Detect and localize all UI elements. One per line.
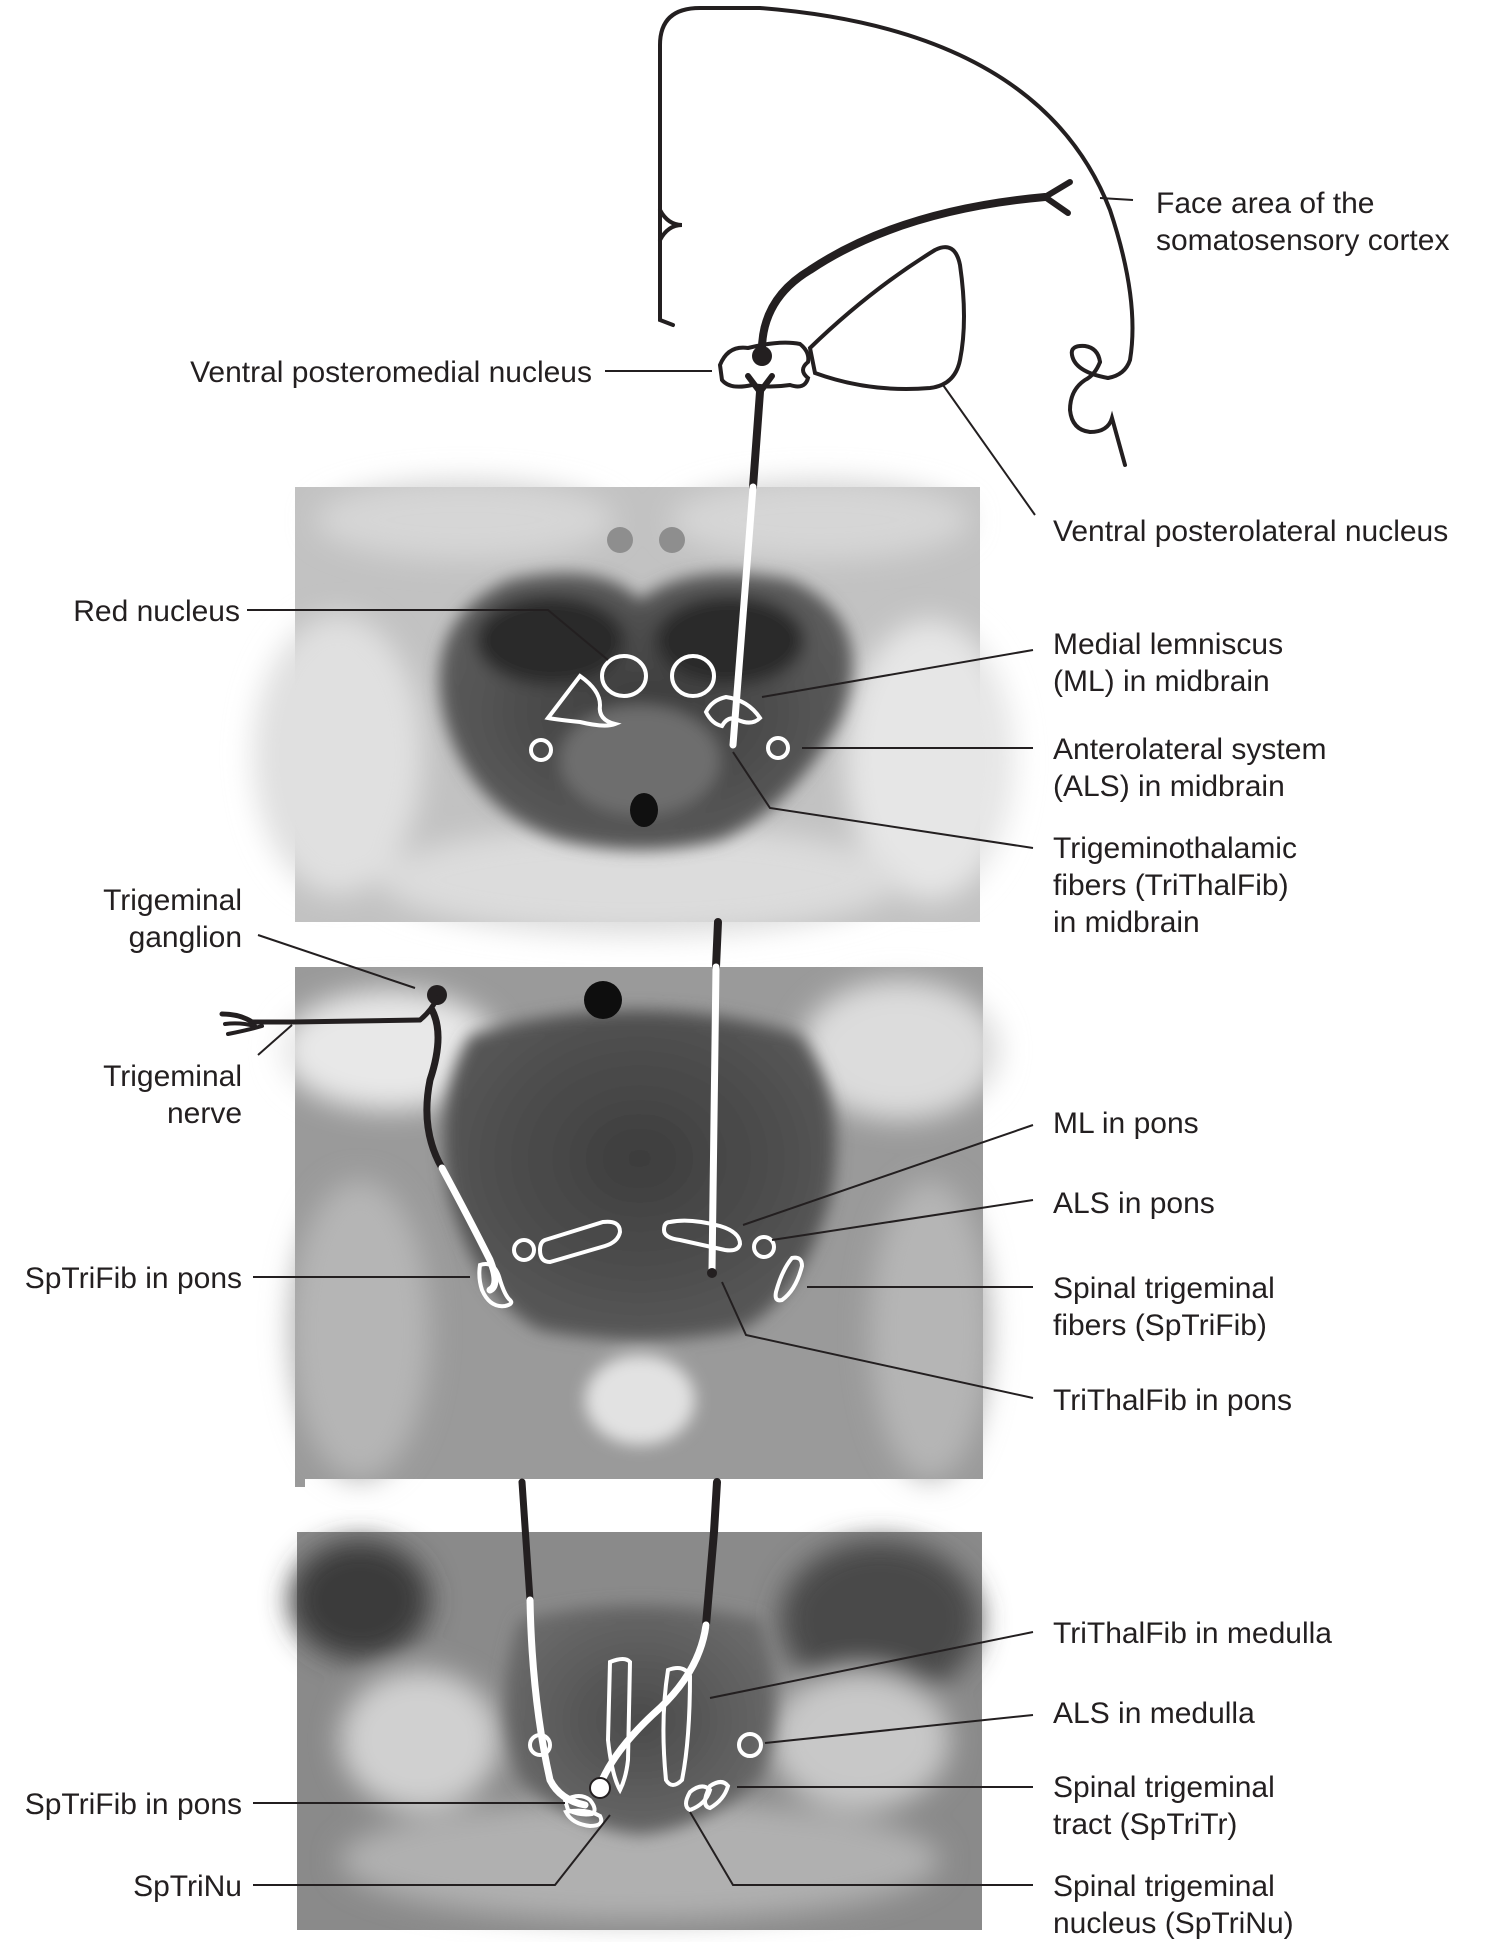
label-trigeminal-ganglion: Trigeminal bbox=[103, 884, 242, 917]
label-als-midbrain-line2: (ALS) in midbrain bbox=[1053, 770, 1285, 803]
label-als-medulla: ALS in medulla bbox=[1053, 1697, 1255, 1730]
label-sptrinu-line2: nucleus (SpTriNu) bbox=[1053, 1907, 1294, 1940]
label-sptrifib-pons-left-2: SpTriFib in pons bbox=[25, 1788, 242, 1821]
thalamocortical-pathway bbox=[745, 179, 1073, 397]
sptrifib-pons-right bbox=[773, 1255, 805, 1303]
vpm-neuron-body bbox=[752, 346, 772, 366]
label-sptritr-line2: tract (SpTriTr) bbox=[1053, 1808, 1237, 1841]
label-vpm: Ventral posteromedial nucleus bbox=[190, 356, 592, 389]
label-ml-pons: ML in pons bbox=[1053, 1107, 1199, 1140]
label-als-pons: ALS in pons bbox=[1053, 1187, 1215, 1220]
label-trigeminal-ganglion-line2: ganglion bbox=[129, 921, 242, 954]
label-ml-midbrain: Medial lemniscus bbox=[1053, 628, 1283, 661]
label-trithal-midbrain: Trigeminothalamic bbox=[1053, 832, 1297, 865]
ml-pons-right bbox=[661, 1218, 743, 1253]
label-sptrifib-pons-left: SpTriFib in pons bbox=[25, 1262, 242, 1295]
label-ml-midbrain-line2: (ML) in midbrain bbox=[1053, 665, 1270, 698]
label-vpl: Ventral posterolateral nucleus bbox=[1053, 515, 1448, 548]
label-trithal-midbrain-line3: in midbrain bbox=[1053, 906, 1200, 939]
label-als-midbrain: Anterolateral system bbox=[1053, 733, 1326, 766]
labels: Face area of the somatosensory cortex Ve… bbox=[25, 187, 1450, 1940]
sptrifib-pons-left bbox=[477, 1262, 514, 1309]
leader-lines bbox=[247, 197, 1134, 1886]
als-pons-left bbox=[512, 1238, 536, 1262]
ml-pons-left bbox=[537, 1219, 623, 1265]
label-face-area-line2: somatosensory cortex bbox=[1156, 224, 1449, 257]
label-trithal-pons: TriThalFib in pons bbox=[1053, 1384, 1292, 1417]
label-sptrinu-left: SpTriNu bbox=[133, 1870, 242, 1903]
als-medulla-right bbox=[737, 1732, 763, 1758]
temporal-lobe-outline bbox=[1067, 343, 1127, 467]
label-sptrifib-line2: fibers (SpTriFib) bbox=[1053, 1309, 1267, 1342]
vpl-nucleus-outline bbox=[807, 245, 966, 391]
label-face-area: Face area of the bbox=[1156, 187, 1374, 220]
als-midbrain-left bbox=[529, 738, 553, 762]
label-red-nucleus: Red nucleus bbox=[73, 595, 240, 628]
label-trigeminal-nerve-line2: nerve bbox=[167, 1097, 242, 1130]
red-nucleus-right bbox=[670, 654, 763, 729]
label-trigeminal-nerve: Trigeminal bbox=[103, 1060, 242, 1093]
cortex-outline bbox=[658, 6, 1135, 380]
trigeminal-nerve-pathway bbox=[219, 985, 589, 1809]
medulla-section bbox=[290, 1532, 982, 1930]
sptrinu-medulla-left bbox=[562, 1794, 604, 1829]
red-nucleus-left bbox=[544, 654, 648, 728]
label-trithal-medulla: TriThalFib in medulla bbox=[1053, 1617, 1332, 1650]
label-trithal-midbrain-line2: fibers (TriThalFib) bbox=[1053, 869, 1289, 902]
label-sptritr: Spinal trigeminal bbox=[1053, 1771, 1275, 1804]
als-midbrain-right bbox=[766, 736, 790, 760]
als-pons-right bbox=[752, 1235, 776, 1259]
sptritr-medulla-right bbox=[684, 1780, 731, 1813]
midbrain-section bbox=[253, 480, 1015, 935]
label-sptrinu: Spinal trigeminal bbox=[1053, 1870, 1275, 1903]
pons-section bbox=[280, 967, 1000, 1487]
label-sptrifib: Spinal trigeminal bbox=[1053, 1272, 1275, 1305]
trigeminothalamic-pathway bbox=[589, 388, 764, 1799]
trigeminal-ganglion-cell bbox=[427, 985, 447, 1005]
